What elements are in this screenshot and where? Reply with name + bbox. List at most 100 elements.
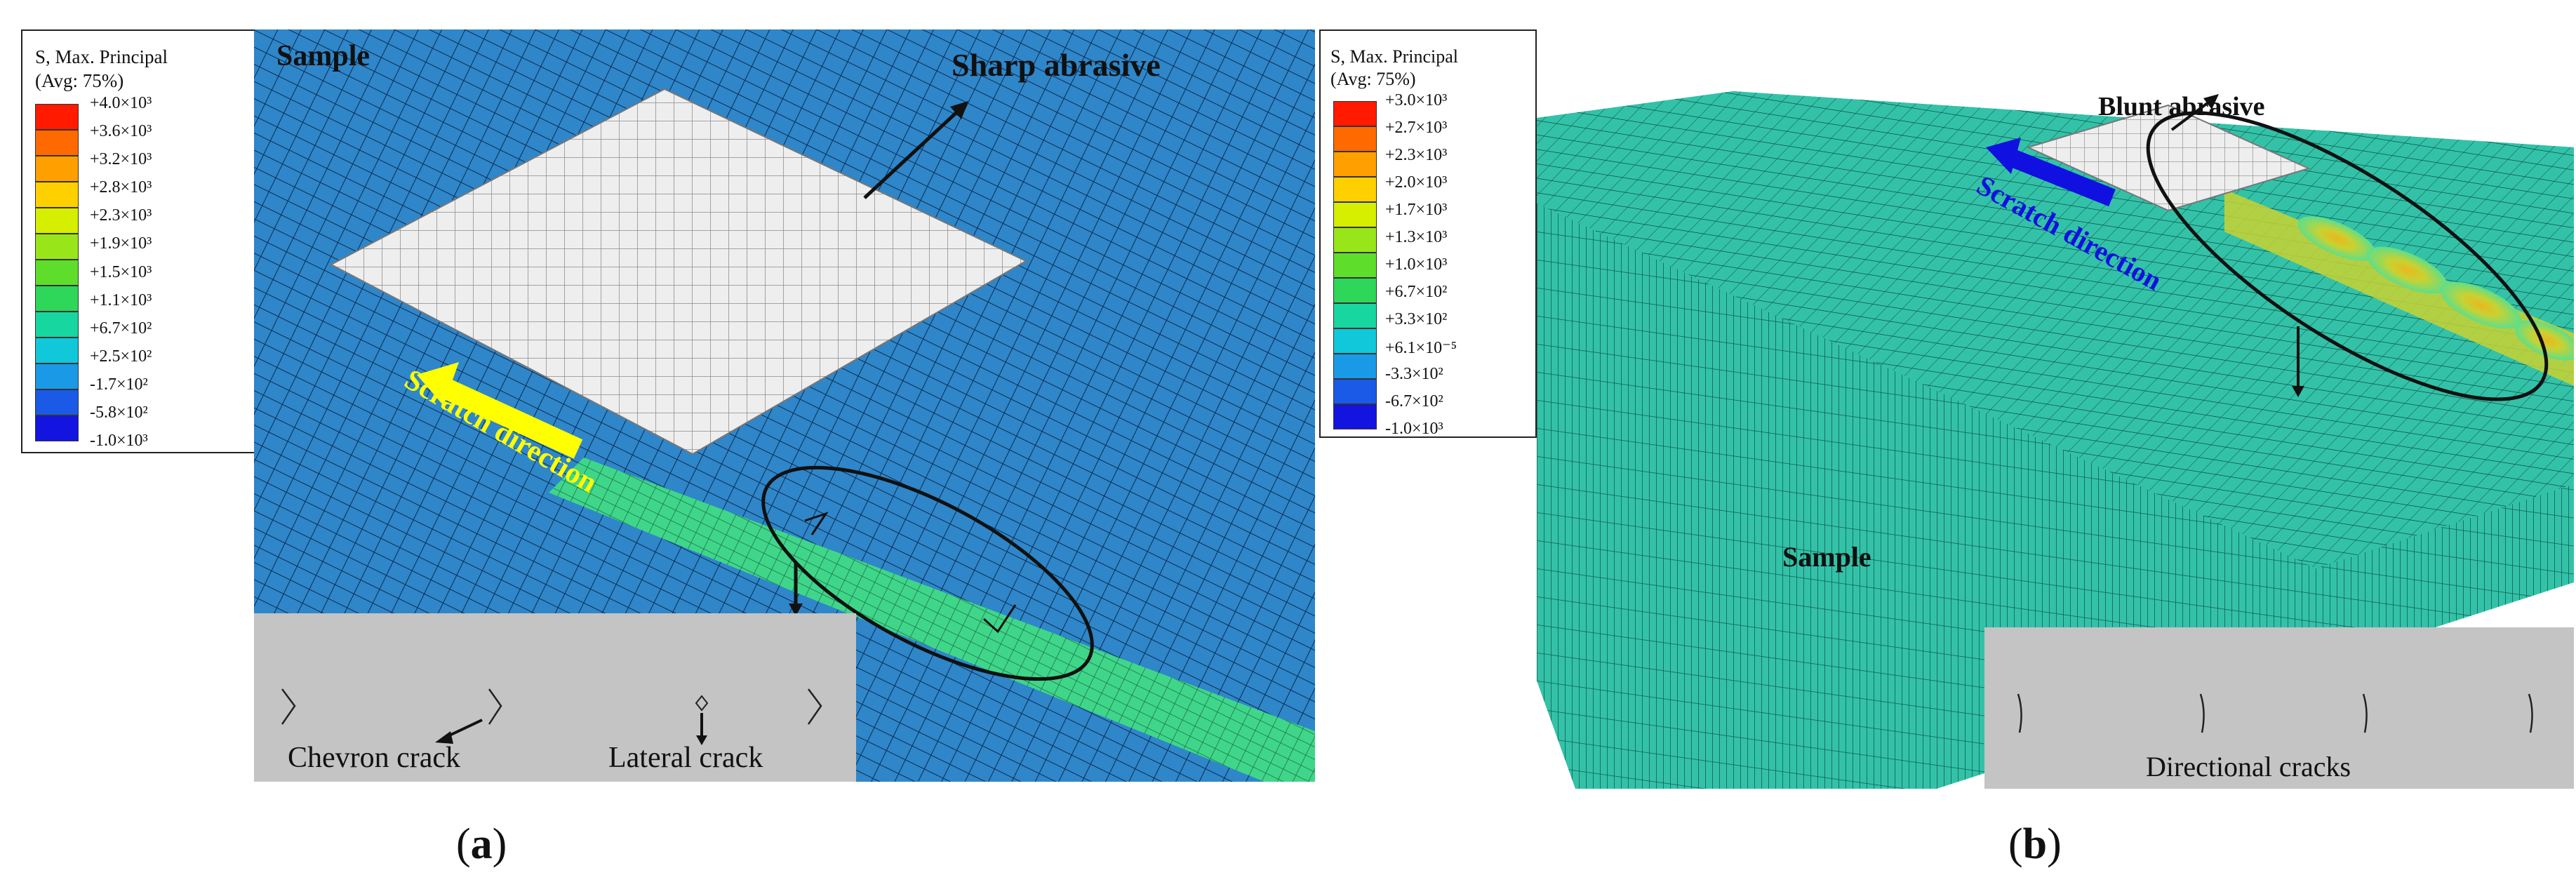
legend-b-tick-label: +1.0×10³: [1385, 255, 1448, 274]
legend-a-tick-label: -5.8×10²: [90, 403, 148, 422]
sample-label-a: Sample: [276, 40, 371, 72]
blunt-abrasive-grid: [2026, 104, 2311, 212]
legend-b: S, Max. Principal (Avg: 75%) +3.0×10³ +2.…: [1319, 29, 1537, 438]
lateral-crack-mark: [982, 604, 1017, 634]
panel-b-letter-text: b: [2022, 820, 2048, 868]
legend-b-tick-label: +1.3×10³: [1385, 228, 1448, 246]
scratch-direction-arrow-b: [2007, 148, 2116, 207]
legend-b-tick-label: +2.3×10³: [1385, 146, 1448, 164]
scratch-direction-arrowhead-a: [417, 362, 459, 406]
legend-a-tick-label: -1.7×10²: [90, 375, 148, 394]
legend-b-swatch: [1333, 177, 1377, 202]
stress-spot-b-2: [2366, 246, 2448, 294]
legend-b-swatch: [1333, 379, 1377, 404]
chevron-crack-label: Chevron crack: [288, 742, 461, 774]
legend-a-tick-label: +6.7×10²: [90, 319, 152, 338]
legend-a-tick-label: -1.0×10³: [90, 432, 148, 450]
legend-a-swatch: [35, 130, 79, 156]
scratch-track-a: [549, 458, 1315, 782]
legend-b-swatch: [1333, 354, 1377, 379]
legend-b-swatch: [1333, 227, 1377, 253]
legend-b-tick-label: +6.7×10²: [1385, 283, 1448, 301]
abrasive-pointer-b: [2170, 97, 2215, 131]
crack-inset-b-drawing: [2017, 693, 2533, 733]
legend-a-tick-label: +2.3×10³: [90, 206, 152, 225]
chevron-crack-mark: [804, 512, 829, 535]
sample-top-b: [1537, 91, 2574, 568]
legend-a-tick-label: +1.1×10³: [90, 291, 152, 309]
panel-b-mesh: [1537, 91, 2574, 789]
legend-a-swatch: [35, 104, 79, 130]
panel-b-scene: Blunt abrasive Sample Scratch direction …: [1537, 91, 2574, 789]
legend-b-tick-label: -3.3×10²: [1385, 365, 1443, 383]
legend-b-tick-label: +6.1×10⁻⁵: [1385, 339, 1457, 357]
scratch-direction-arrowhead-b: [1986, 138, 2021, 174]
crack-region-ellipse-a: [761, 465, 1094, 681]
legend-a-tick-label: +2.5×10²: [90, 347, 152, 366]
panel-a-letter-text: a: [470, 820, 493, 868]
stress-spot-b-3: [2440, 281, 2521, 329]
legend-a: S, Max. Principal (Avg: 75%) +4.0×10³ +3.…: [21, 29, 258, 453]
legend-a-swatch: [35, 286, 79, 312]
panel-b-letter: (b): [2008, 820, 2062, 868]
directional-crack-icon-3: [2362, 693, 2368, 733]
panel-a-letter: (a): [456, 820, 507, 868]
panel-a-scene: Sample Sharp abrasive Scratch direction …: [254, 29, 1315, 782]
legend-b-subtitle: (Avg: 75%): [1330, 69, 1416, 89]
legend-b-swatch: [1333, 278, 1377, 303]
legend-a-tick-label: +1.9×10³: [90, 234, 152, 253]
abrasive-pointer-a: [863, 105, 964, 199]
legend-a-swatch: [35, 415, 79, 441]
legend-b-swatch: [1333, 101, 1377, 126]
legend-a-subtitle: (Avg: 75%): [35, 70, 124, 91]
legend-a-swatch: [35, 260, 79, 286]
legend-b-tick-label: +3.3×10²: [1385, 310, 1448, 328]
legend-a-title: S, Max. Principal: [35, 46, 168, 67]
legend-b-swatch: [1333, 303, 1377, 328]
directional-crack-icon-4: [2528, 693, 2533, 733]
legend-a-tick-label: +3.6×10³: [90, 122, 152, 141]
chevron-crack-icon-1: [281, 688, 296, 725]
legend-a-tick-label: +2.8×10³: [90, 178, 152, 197]
crack-inset-b: Directional cracks: [1984, 627, 2574, 789]
legend-b-swatch: [1333, 328, 1377, 354]
legend-b-tick-label: +1.7×10³: [1385, 201, 1448, 219]
legend-a-tick-label: +3.2×10³: [90, 150, 152, 169]
sharp-abrasive-label: Sharp abrasive: [952, 47, 1161, 83]
abrasive-pointer-head-a: [950, 101, 968, 119]
inset-pointer-head-b: [2292, 386, 2304, 397]
legend-a-swatch: [35, 338, 79, 363]
blunt-abrasive-label: Blunt abrasive: [2098, 92, 2265, 121]
legend-a-swatch: [35, 389, 79, 415]
stress-spot-b-1: [2297, 216, 2376, 261]
legend-b-tick-label: -6.7×10²: [1385, 392, 1443, 411]
legend-b-tick-label: -1.0×10³: [1385, 420, 1443, 438]
sample-label-b: Sample: [1782, 541, 1871, 573]
legend-b-title: S, Max. Principal: [1330, 46, 1458, 67]
legend-b-tick-label: +3.0×10³: [1385, 91, 1448, 109]
scratch-direction-arrow-a: [439, 378, 583, 459]
legend-b-swatch: [1333, 253, 1377, 278]
crack-inset-a-drawing: [281, 688, 822, 745]
legend-a-swatch: [35, 312, 79, 338]
chevron-crack-icon-2: [488, 688, 502, 725]
legend-b-tick-label: +2.0×10³: [1385, 173, 1448, 192]
legend-a-tick-label: +4.0×10³: [90, 94, 152, 112]
legend-a-swatch: [35, 234, 79, 260]
legend-a-swatch: [35, 363, 79, 389]
lateral-crack-pointer-head: [696, 735, 707, 745]
sharp-abrasive-grid: [329, 88, 1028, 455]
stress-spot-b-4: [2514, 320, 2574, 361]
lateral-crack-label: Lateral crack: [608, 742, 763, 774]
legend-a-swatch: [35, 208, 79, 234]
legend-b-swatch: [1333, 202, 1377, 227]
inset-pointer-head-a: [789, 603, 803, 616]
legend-b-swatch: [1333, 404, 1377, 429]
directional-crack-icon-2: [2199, 693, 2205, 733]
legend-a-tick-label: +1.5×10³: [90, 262, 152, 281]
crack-inset-a: Chevron crack Lateral crack: [254, 613, 856, 782]
lateral-crack-icon: [695, 695, 709, 712]
legend-b-tick-label: +2.7×10³: [1385, 119, 1448, 137]
chevron-crack-icon-3: [807, 688, 822, 725]
abrasive-pointer-head-b: [2203, 94, 2219, 109]
